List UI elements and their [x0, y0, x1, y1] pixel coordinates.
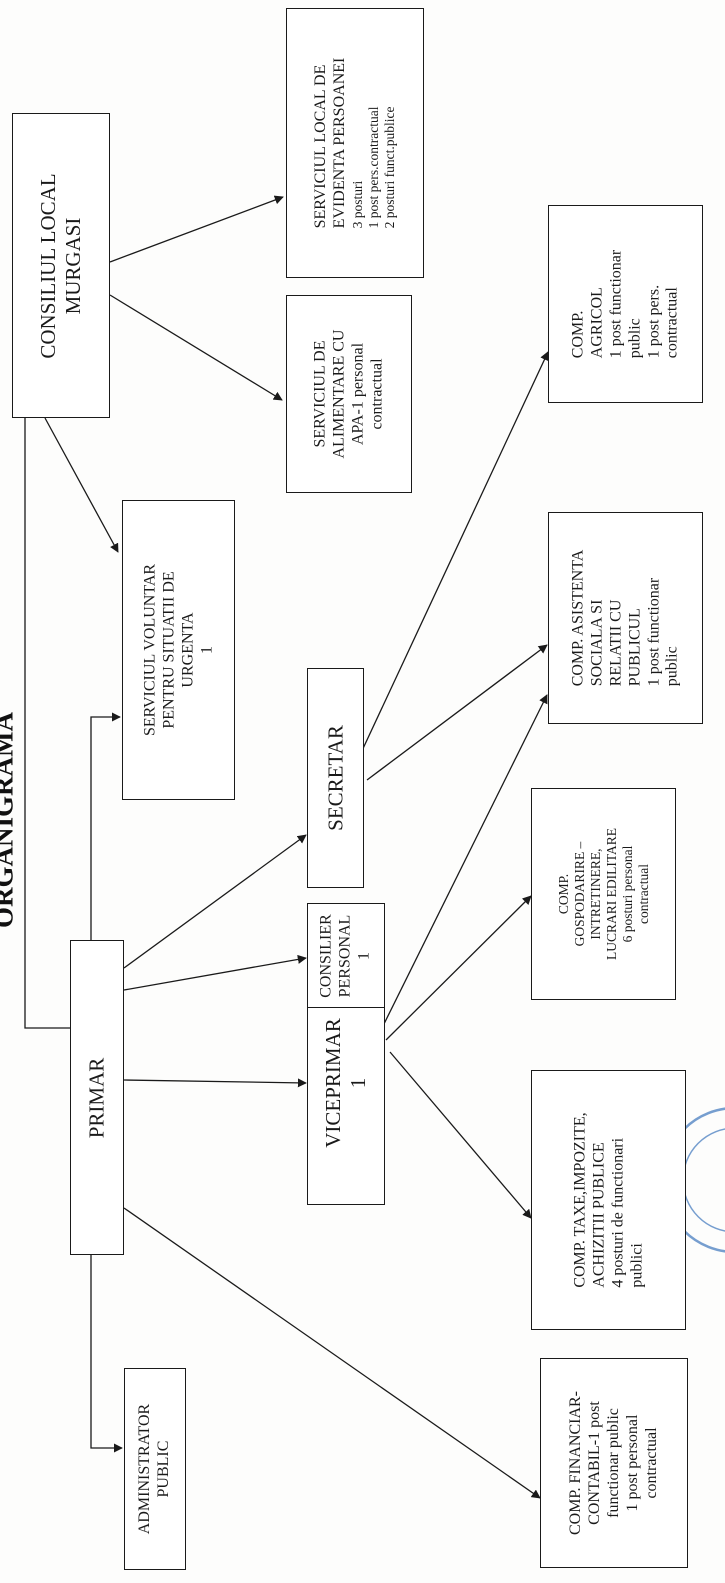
box-serviciul-voluntar: SERVICIUL VOLUNTAR PENTRU SITUATII DE UR… [122, 500, 235, 800]
arrow-primar-viceprimar [123, 1078, 307, 1088]
arrow-viceprimar-gospodarire [385, 895, 532, 1041]
line-consiliu-primar [24, 418, 70, 1029]
box-primar: PRIMAR [70, 940, 124, 1255]
box-serviciul-alimentare: SERVICIUL DE ALIMENTARE CU APA-1 persona… [286, 295, 412, 493]
arrow-primar-financiar [123, 1207, 541, 1499]
box-serviciul-evidenta-text: SERVICIUL LOCAL DE EVIDENTA PERSOANEI 3 … [312, 57, 397, 229]
box-viceprimar-text: VICEPRIMAR 1 [321, 1017, 370, 1148]
box-primar-text: PRIMAR [84, 1057, 109, 1138]
box-consiliul-local: CONSILIUL LOCAL MURGASI [12, 113, 110, 418]
box-comp-gospodarire-text: COMP. GOSPODARIRE – INTRETINERE, LUCRARI… [555, 827, 651, 961]
box-consilier-personal: CONSILIER PERSONAL 1 [307, 903, 385, 1008]
arrow-viceprimar-taxe [389, 1051, 532, 1219]
arrow-secretar-asistenta [366, 644, 548, 781]
box-comp-taxe: COMP. TAXE,IMPOZITE, ACHIZITII PUBLICE 4… [531, 1070, 686, 1330]
box-comp-taxe-text: COMP. TAXE,IMPOZITE, ACHIZITII PUBLICE 4… [570, 1112, 645, 1288]
box-serviciul-voluntar-text: SERVICIUL VOLUNTAR PENTRU SITUATII DE UR… [140, 563, 215, 737]
page-title: ORGANIGRAMA [0, 712, 19, 928]
arrow-consiliu-alimentare [109, 294, 283, 401]
box-consiliul-local-text: CONSILIUL LOCAL MURGASI [36, 172, 85, 359]
box-comp-agricol-text: COMP. AGRICOL 1 post functionar public 1… [568, 249, 681, 359]
arrow-secretar-agricol [359, 351, 549, 756]
arrow-primar-voluntar [90, 712, 121, 940]
arrow-viceprimar-asistenta [379, 694, 548, 1033]
box-administrator-public-text: ADMINISTRATOR PUBLIC [136, 1403, 172, 1535]
arrow-consiliu-voluntar [44, 417, 119, 553]
box-comp-asistenta-text: COMP. ASISTENTA SOCIALA SI RELATII CU PU… [568, 549, 681, 687]
box-comp-gospodarire: COMP. GOSPODARIRE – INTRETINERE, LUCRARI… [531, 788, 676, 1000]
box-serviciul-alimentare-text: SERVICIUL DE ALIMENTARE CU APA-1 persona… [311, 329, 385, 459]
box-serviciul-evidenta: SERVICIUL LOCAL DE EVIDENTA PERSOANEI 3 … [286, 8, 424, 278]
arrow-primar-administrator [90, 1255, 123, 1453]
box-comp-financiar: COMP. FINANCIAR- CONTABIL-1 post functio… [540, 1358, 688, 1568]
box-secretar: SECRETAR [307, 668, 364, 888]
arrow-primar-consilier [123, 954, 307, 991]
box-comp-asistenta: COMP. ASISTENTA SOCIALA SI RELATII CU PU… [548, 512, 703, 724]
arrow-consiliu-evidenta [109, 195, 284, 263]
arrow-primar-secretar [123, 834, 307, 969]
box-consilier-personal-text: CONSILIER PERSONAL 1 [317, 913, 373, 998]
box-administrator-public: ADMINISTRATOR PUBLIC [124, 1368, 186, 1570]
box-comp-financiar-text: COMP. FINANCIAR- CONTABIL-1 post functio… [566, 1390, 660, 1536]
box-comp-agricol: COMP. AGRICOL 1 post functionar public 1… [548, 205, 703, 403]
box-secretar-text: SECRETAR [323, 725, 348, 831]
